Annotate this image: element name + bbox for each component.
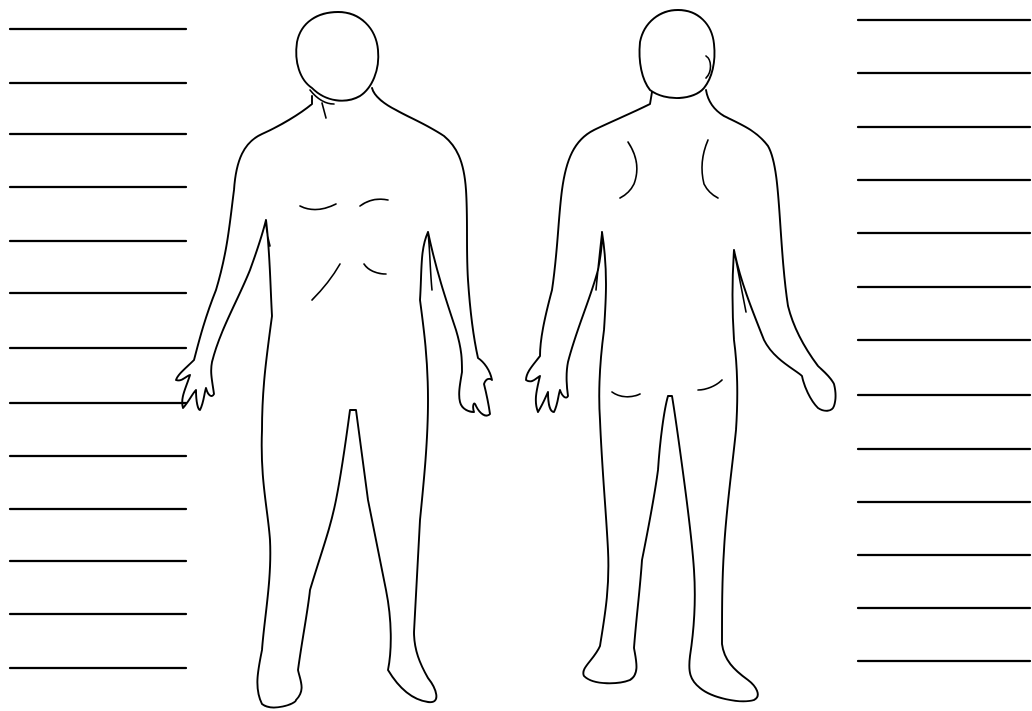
front-chest-line-left [300,204,336,210]
front-neck-line [322,103,326,118]
front-abdomen-line-left [312,264,340,300]
back-right-scapula-line [702,140,718,198]
human-body-back-outline-icon [526,10,836,701]
back-left-arm-inner [596,232,602,290]
back-ear-line [706,56,711,78]
human-body-front-outline-icon [176,12,492,707]
back-body-outline [526,90,836,701]
front-chest-line-right [360,199,388,206]
back-right-arm-inner [734,250,746,312]
right-label-lines [858,20,1030,661]
front-abdomen-line-right [364,264,386,274]
back-left-gluteal-line [612,392,640,397]
left-label-lines [10,29,186,668]
back-left-scapula-line [620,142,637,198]
back-right-gluteal-line [698,380,722,390]
front-head-outline [296,12,378,101]
back-head-outline [639,10,714,98]
front-chin-line [310,90,334,104]
front-body-outline [176,88,492,707]
